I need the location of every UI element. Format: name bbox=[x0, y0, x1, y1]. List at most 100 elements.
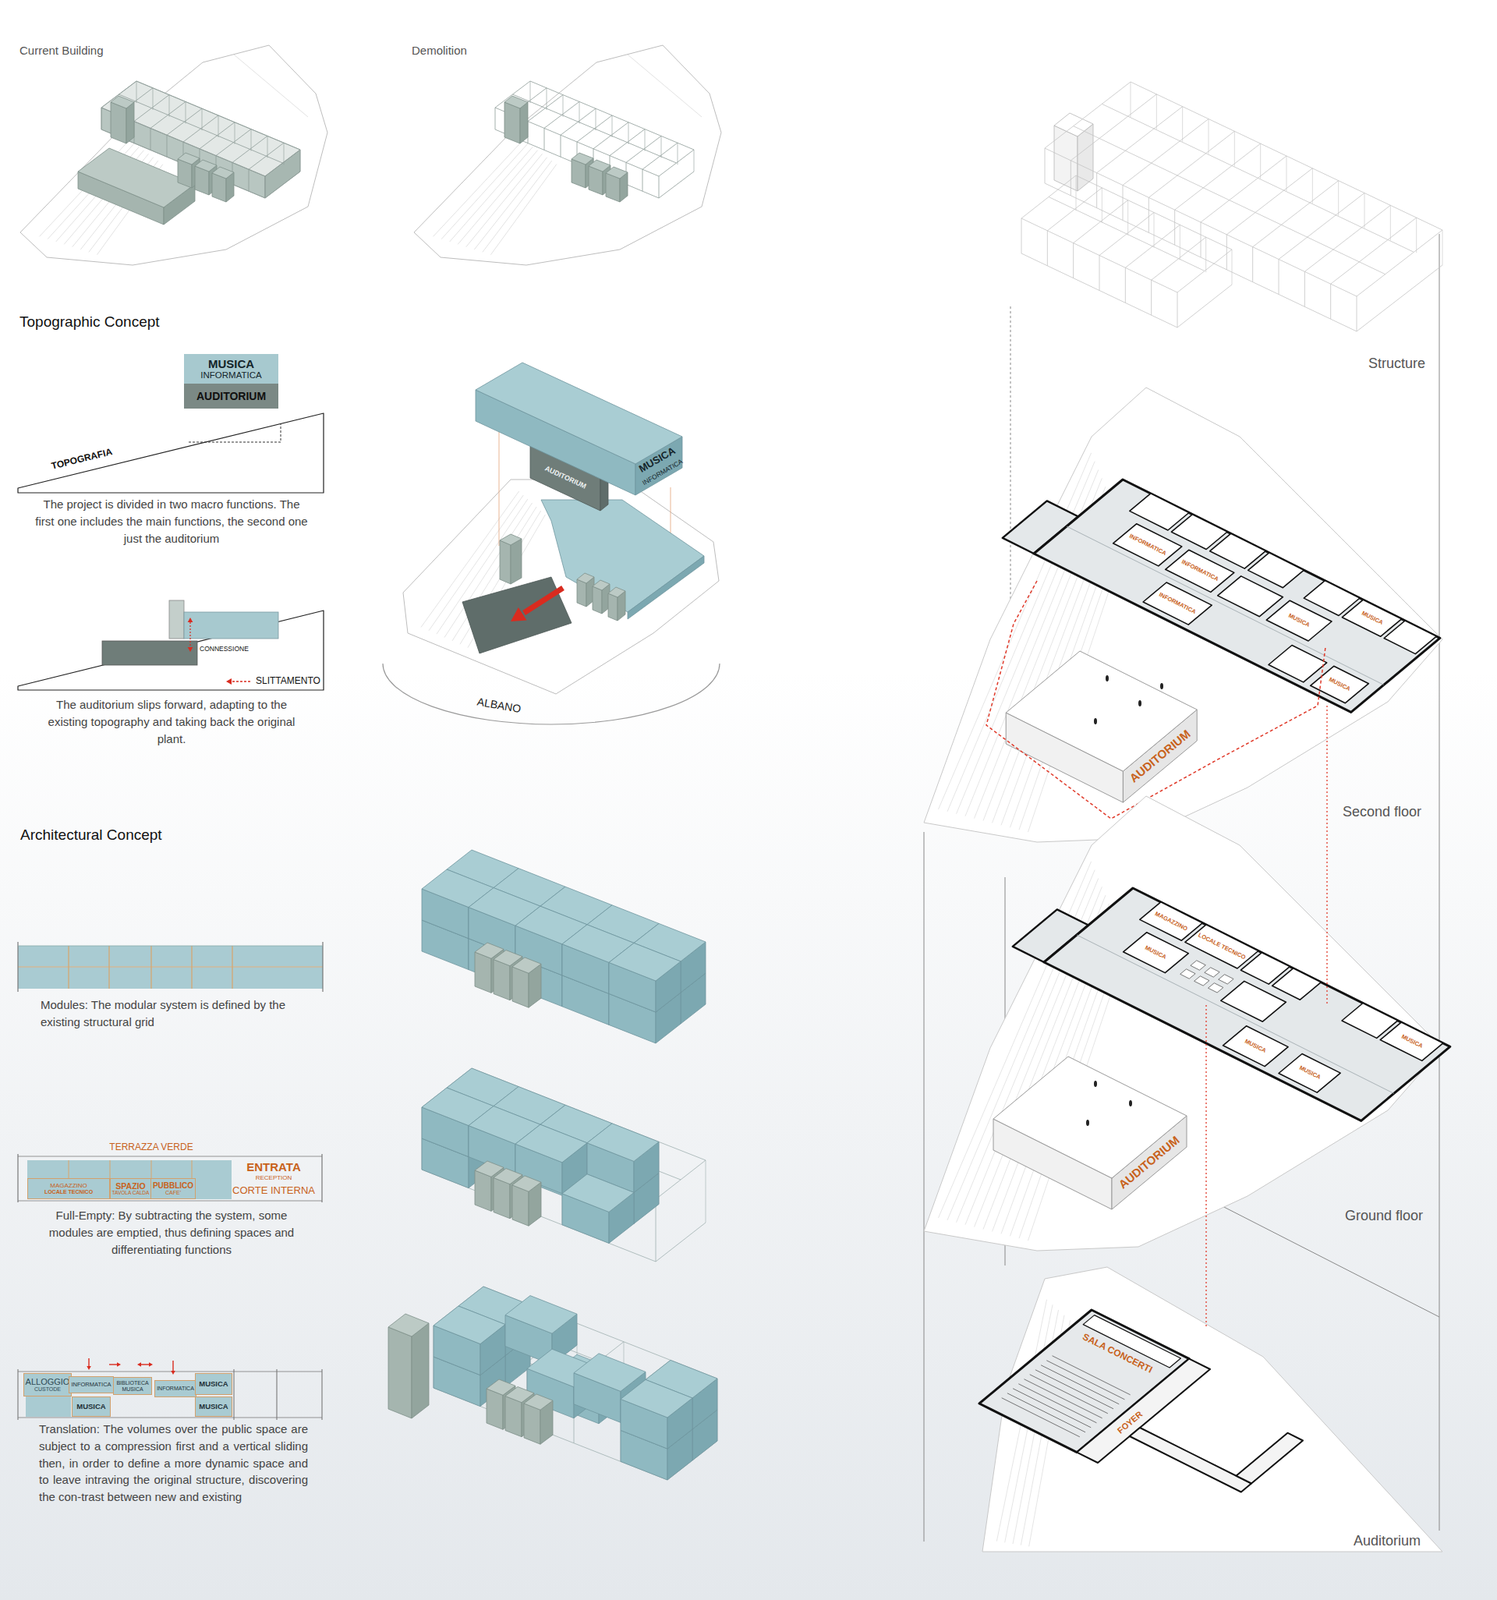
frame-line bbox=[562, 95, 564, 117]
frame-line bbox=[642, 169, 644, 192]
room bbox=[1383, 620, 1437, 655]
vertical-link bbox=[1326, 705, 1328, 1006]
room bbox=[1268, 645, 1328, 683]
volume-face bbox=[592, 586, 602, 614]
frame-line bbox=[169, 95, 170, 117]
volume-face bbox=[562, 1174, 634, 1213]
frame-line bbox=[1415, 217, 1417, 253]
frame-line bbox=[1205, 237, 1207, 273]
label-text: SLITTAMENTO bbox=[255, 675, 321, 687]
volume-face bbox=[608, 593, 618, 621]
cell-text: TAVOLA CALDA bbox=[112, 1190, 150, 1197]
room bbox=[1217, 576, 1284, 617]
frame-line bbox=[693, 149, 695, 172]
frame-line bbox=[1021, 218, 1023, 254]
projection-line bbox=[1439, 233, 1441, 1531]
room bbox=[1165, 549, 1235, 592]
module-volume bbox=[562, 1174, 634, 1244]
volume-face bbox=[505, 1295, 577, 1335]
frame-line bbox=[546, 88, 548, 110]
contour-line bbox=[466, 153, 543, 247]
volume-face bbox=[504, 95, 528, 109]
room bbox=[1220, 980, 1287, 1022]
frame-line bbox=[1304, 271, 1306, 307]
frame-line bbox=[1072, 243, 1074, 279]
frame-line bbox=[658, 171, 694, 199]
volume-face bbox=[608, 942, 681, 981]
frame-line bbox=[267, 135, 269, 158]
contour-line bbox=[433, 139, 524, 237]
cell-text: CAFE' bbox=[165, 1189, 181, 1196]
label-text: Structure bbox=[1368, 356, 1426, 372]
post-line bbox=[233, 1369, 234, 1420]
frame-line bbox=[595, 108, 597, 131]
seat-row bbox=[1007, 1393, 1086, 1433]
seat-row bbox=[1012, 1388, 1091, 1428]
frame-line bbox=[1234, 130, 1236, 167]
caption-text: The project is divided in two macro func… bbox=[35, 495, 308, 547]
slab-edge bbox=[627, 555, 705, 620]
frame-line bbox=[265, 176, 266, 199]
projection-line bbox=[1219, 1204, 1440, 1317]
volume-face bbox=[194, 159, 217, 172]
module-line bbox=[150, 945, 152, 989]
seat-row bbox=[1024, 1379, 1103, 1419]
frame-line bbox=[1208, 119, 1210, 155]
post-line bbox=[17, 1369, 18, 1420]
seat-row bbox=[1035, 1369, 1114, 1409]
volume-face bbox=[504, 102, 521, 144]
module-line bbox=[68, 1160, 70, 1179]
frame-line bbox=[1048, 197, 1205, 272]
arrow-head bbox=[148, 1362, 153, 1367]
frame-line bbox=[1174, 209, 1175, 245]
auditorium-slab bbox=[462, 576, 572, 654]
module-cell: PUBBLICOCAFE' bbox=[150, 1178, 196, 1200]
frame-line bbox=[1096, 173, 1098, 209]
frame-line bbox=[152, 88, 154, 110]
volume-face bbox=[573, 1353, 646, 1392]
pod-volume bbox=[523, 1394, 553, 1444]
caption-text: Full-Empty: By subtracting the system, s… bbox=[35, 1206, 308, 1258]
functions-block bbox=[184, 612, 279, 639]
caption-text: The auditorium slips forward, adapting t… bbox=[35, 696, 308, 747]
pod-volume bbox=[576, 573, 595, 607]
seat-row bbox=[1029, 1374, 1108, 1414]
volume-face bbox=[77, 148, 195, 208]
frame-line bbox=[185, 101, 187, 124]
post-line bbox=[17, 941, 18, 992]
projection-line bbox=[923, 831, 925, 1542]
concept-bars bbox=[17, 941, 323, 1420]
table bbox=[1208, 983, 1224, 993]
volume-face bbox=[588, 159, 611, 172]
frame-line bbox=[1312, 168, 1313, 204]
label-text: ALBANO bbox=[476, 695, 523, 715]
room bbox=[1278, 1054, 1341, 1094]
frame-line bbox=[265, 171, 301, 199]
frame-line bbox=[1364, 193, 1366, 229]
frame-line bbox=[1097, 106, 1183, 174]
frame-line bbox=[17, 1200, 323, 1202]
volume-face bbox=[474, 1170, 492, 1211]
frame-line bbox=[1252, 247, 1253, 283]
module-cell: MUSICA bbox=[194, 1373, 233, 1395]
seat-row bbox=[1052, 1355, 1131, 1395]
volume-face bbox=[512, 966, 529, 1008]
frame-line bbox=[1278, 259, 1280, 295]
cell-text: INFORMATICA bbox=[156, 1385, 195, 1391]
dashed-outline bbox=[188, 423, 281, 443]
volume-face bbox=[110, 95, 135, 109]
frame-line bbox=[1356, 296, 1358, 332]
frame-line bbox=[1330, 217, 1417, 284]
frame-line bbox=[218, 115, 220, 138]
volume-face bbox=[474, 951, 492, 993]
room bbox=[1272, 968, 1322, 1000]
frame-line bbox=[1044, 148, 1357, 297]
label-text: Ground floor bbox=[1344, 1208, 1423, 1225]
cell-text: MAGAZZINO bbox=[49, 1182, 88, 1190]
frame-line bbox=[1101, 187, 1103, 223]
module-line bbox=[109, 1160, 111, 1179]
module-line bbox=[191, 945, 192, 989]
person bbox=[1093, 1080, 1098, 1087]
volume-face bbox=[512, 1185, 529, 1226]
